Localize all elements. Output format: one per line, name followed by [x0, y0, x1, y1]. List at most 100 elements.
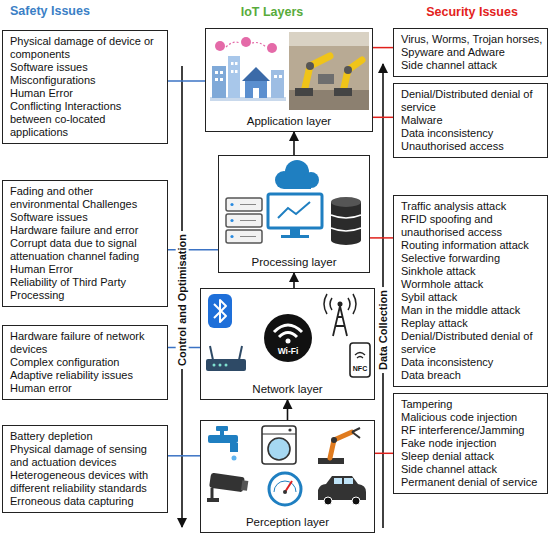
database-icon	[331, 197, 361, 207]
issue-item: RF interference/Jamming	[401, 424, 543, 437]
cell-tower-icon	[338, 302, 343, 307]
gauge-icon	[269, 473, 301, 505]
factory-robot-photo	[289, 32, 369, 46]
smart-city-icon	[231, 70, 234, 73]
layer-name: Network layer	[250, 383, 324, 396]
washing-machine-icon	[288, 428, 291, 431]
server-rack-icon	[226, 198, 262, 243]
gauge-icon	[269, 473, 301, 505]
issue-item: Unauthorised access	[401, 140, 543, 153]
issue-item: Data inconsistency	[401, 356, 543, 369]
factory-robot-photo	[344, 66, 352, 74]
server-rack-icon	[230, 235, 233, 238]
robot-arm-icon	[331, 437, 337, 443]
wifi-icon	[264, 314, 312, 362]
smart-city-icon	[210, 37, 286, 101]
issue-item: Selective forwarding	[401, 252, 543, 265]
column-heading: Safety Issues	[10, 4, 90, 18]
issue-item: Adaptive reliability issues	[10, 369, 163, 382]
smart-city-icon	[215, 71, 218, 74]
safety-issue-box: Fading and other environmental Challenge…	[2, 180, 168, 307]
cloud-monitor-icon	[284, 178, 311, 189]
factory-robot-photo	[289, 32, 369, 110]
issue-item: Hardware failure and error	[10, 224, 163, 237]
smart-city-icon	[235, 62, 238, 65]
issue-item: Denial/Distributed denial of service	[401, 330, 543, 356]
connector-line	[375, 453, 393, 455]
smart-city-icon	[215, 41, 225, 51]
cell-tower-icon	[324, 294, 356, 314]
connector-line	[287, 400, 289, 420]
camera-icon	[241, 480, 248, 491]
robot-arm-icon	[352, 428, 360, 438]
connector-line	[373, 47, 393, 49]
water-tap-icon	[220, 430, 224, 435]
factory-robot-photo	[306, 62, 314, 70]
issue-item: Virus, Worms, Trojan horses, Spyware and…	[401, 33, 543, 59]
issue-item: Misconfigurations	[10, 74, 163, 87]
nfc-phone-icon	[350, 343, 370, 377]
camera-icon	[209, 473, 245, 493]
issue-item: Fading and other environmental Challenge…	[10, 185, 163, 211]
cloud-monitor-icon	[268, 194, 322, 228]
car-icon	[344, 478, 353, 484]
safety-issue-box: Physical damage of device or componentsS…	[2, 30, 168, 144]
issue-item: Replay attack	[401, 317, 543, 330]
router-icon	[213, 364, 216, 367]
factory-robot-photo	[318, 74, 334, 84]
issue-item: Wormhole attack	[401, 278, 543, 291]
smart-city-icon	[274, 75, 277, 78]
issue-item: Data inconsistency	[401, 127, 543, 140]
gauge-icon	[283, 490, 287, 494]
router-icon	[225, 364, 228, 367]
smart-city-icon	[271, 70, 284, 98]
smart-city-icon	[231, 62, 234, 65]
cell-tower-icon	[333, 306, 347, 336]
wifi-icon	[279, 333, 297, 338]
security-issue-box: TamperingMalicious code injectionRF inte…	[393, 393, 548, 494]
router-icon	[206, 359, 246, 371]
washing-machine-icon	[262, 434, 296, 435]
layer-name: Perception layer	[244, 516, 331, 529]
flow-label: Control and Optimisation	[176, 231, 189, 369]
connector-line	[168, 455, 200, 457]
issue-item: Software issues	[10, 211, 163, 224]
server-rack-icon	[240, 204, 256, 205]
cell-tower-icon	[324, 294, 356, 336]
issue-item: Sleep denial attack	[401, 450, 543, 463]
issue-item: Heterogeneous devices with different rel…	[10, 469, 163, 495]
factory-robot-photo	[295, 88, 313, 96]
robot-arm-icon	[330, 432, 352, 458]
connector-line	[293, 132, 295, 155]
bluetooth-icon	[214, 300, 226, 322]
safety-issue-box: Battery depletionPhysical damage of sens…	[2, 425, 168, 513]
flow-arrow	[182, 64, 383, 528]
connector-line	[373, 117, 393, 119]
issue-item: Human Error	[10, 87, 163, 100]
issue-item: Malware	[401, 114, 543, 127]
cloud-monitor-icon	[290, 228, 300, 235]
connector-line	[293, 273, 295, 288]
issue-item: Erroneous data capturing	[10, 495, 163, 508]
smart-city-icon	[228, 56, 240, 98]
car-icon	[352, 497, 360, 505]
smart-city-icon	[215, 78, 218, 81]
database-icon	[331, 197, 361, 245]
issue-item: Physical damage of sensing and actuation…	[10, 443, 163, 469]
connector-line	[168, 80, 205, 82]
wifi-icon	[264, 314, 312, 362]
washing-machine-icon	[262, 426, 296, 464]
column-heading: IoT Layers	[241, 5, 304, 19]
smart-city-icon	[279, 75, 282, 78]
issue-item: Fake node injection	[401, 437, 543, 450]
issue-item: Human error	[10, 382, 163, 395]
washing-machine-icon	[262, 426, 296, 464]
smart-city-icon	[253, 88, 259, 98]
camera-icon	[207, 498, 219, 502]
icon-label: Wi-Fi	[278, 347, 299, 357]
layer-box: Network layer	[200, 288, 375, 400]
smart-city-icon	[267, 43, 277, 53]
washing-machine-icon	[268, 438, 290, 460]
server-rack-icon	[230, 203, 233, 206]
